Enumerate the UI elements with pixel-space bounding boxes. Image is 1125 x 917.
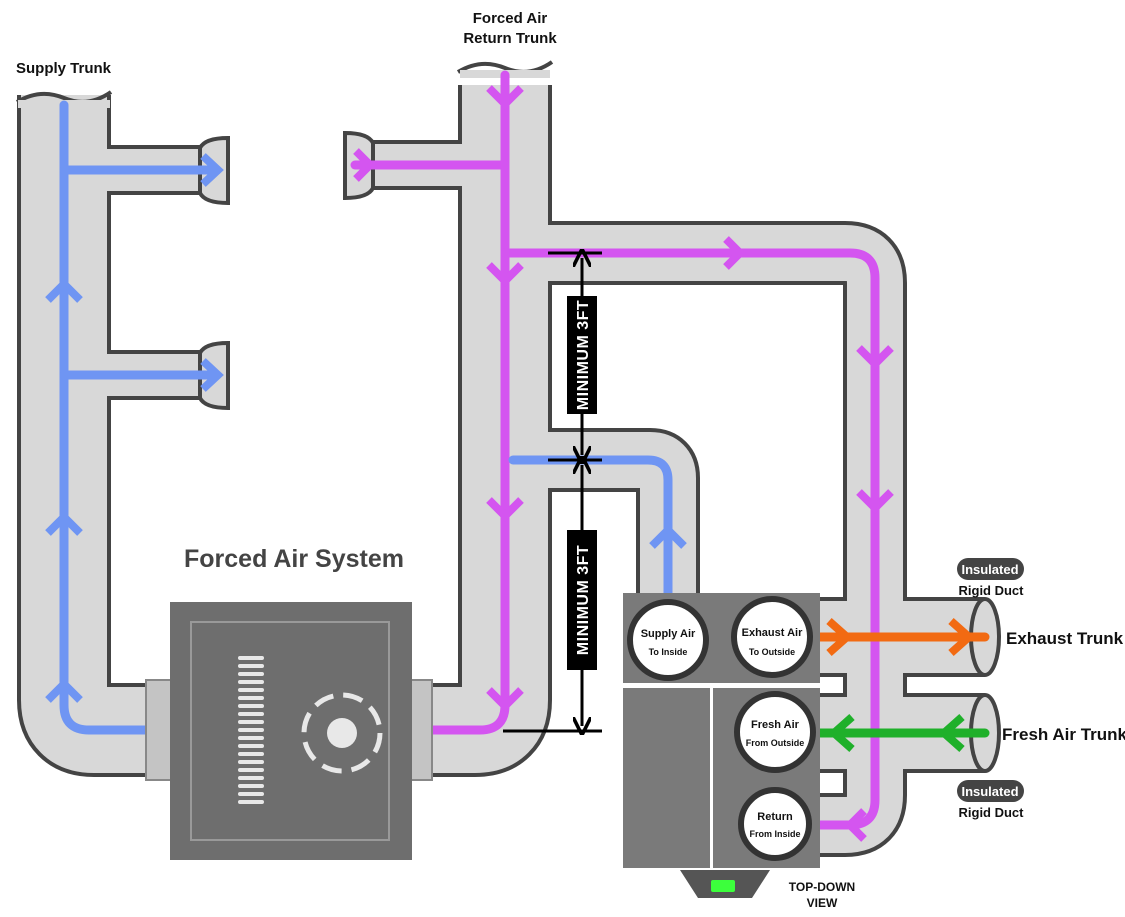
right-chevron-icon: [200, 358, 224, 392]
port-return-subtitle: From Inside: [749, 829, 800, 839]
right-chevron-icon: [826, 618, 854, 656]
insulated-badge-bottom: [957, 780, 1024, 802]
left-chevron-icon: [844, 808, 867, 842]
insulated-label-top: Insulated: [961, 562, 1018, 577]
forced-air-furnace: [145, 602, 433, 860]
left-chevron-icon: [937, 714, 965, 752]
fresh-air-trunk-label: Fresh Air Trunk: [1002, 725, 1125, 744]
port-supply-air: Supply Air To Inside: [627, 599, 709, 681]
return-trunk-cut-edge: [456, 60, 554, 74]
furnace-cabinet: [170, 602, 412, 860]
port-supply-air-title: Supply Air: [641, 628, 696, 640]
status-light-icon: [711, 880, 735, 892]
minimum-clearance-lower-label: MINIMUM 3FT: [575, 545, 592, 655]
up-chevron-icon: [649, 524, 687, 549]
rigid-duct-label-bottom: Rigid Duct: [959, 805, 1025, 820]
right-chevron-icon: [200, 153, 224, 187]
top-down-view-label-line1: TOP-DOWN: [789, 880, 855, 894]
erv-lower-left-section: [623, 688, 710, 868]
port-fresh-air: Fresh Air From Outside: [734, 691, 816, 773]
port-supply-air-subtitle: To Inside: [649, 647, 688, 657]
down-chevron-icon: [486, 85, 524, 110]
erv-return-flow-line: [500, 248, 880, 830]
furnace-collar-right: [409, 679, 433, 781]
return-trunk-label-line2: Return Trunk: [463, 30, 557, 47]
left-chevron-icon: [827, 714, 855, 752]
down-chevron-icon: [486, 687, 524, 712]
furnace-collar-left: [145, 679, 173, 781]
port-exhaust-air: Exhaust Air To Outside: [731, 596, 813, 678]
clearance-dimensions: MINIMUM 3FT MINIMUM 3FT: [503, 253, 602, 731]
port-exhaust-air-subtitle: To Outside: [749, 647, 795, 657]
up-chevron-icon: [45, 278, 83, 303]
down-chevron-icon: [486, 497, 524, 522]
port-return: Return From Inside: [738, 787, 812, 861]
flow-chevrons: [45, 85, 976, 842]
return-trunk-label-line1: Forced Air: [473, 10, 548, 27]
port-fresh-air-title: Fresh Air: [751, 719, 800, 731]
heating-coil-icon: [238, 656, 264, 804]
insulated-badge-top: [957, 558, 1024, 580]
port-fresh-air-subtitle: From Outside: [746, 738, 805, 748]
right-chevron-icon: [723, 236, 746, 270]
rigid-duct-label-top: Rigid Duct: [959, 583, 1025, 598]
erv-unit: Supply Air To Inside Exhaust Air To Outs…: [623, 593, 820, 898]
blower-fan-icon: [301, 692, 383, 774]
supply-flow-line: [59, 100, 155, 735]
down-chevron-icon: [856, 345, 894, 370]
supply-trunk-label: Supply Trunk: [16, 60, 112, 77]
minimum-clearance-upper-label: MINIMUM 3FT: [575, 300, 592, 410]
up-chevron-icon: [45, 678, 83, 703]
port-exhaust-air-title: Exhaust Air: [742, 627, 803, 639]
duct-registers: [198, 130, 375, 411]
port-return-title: Return: [757, 811, 793, 823]
up-chevron-icon: [45, 511, 83, 536]
insulated-label-bottom: Insulated: [961, 784, 1018, 799]
top-down-view-label-line2: VIEW: [807, 896, 838, 910]
down-chevron-icon: [486, 262, 524, 287]
right-chevron-icon: [948, 618, 976, 656]
diagram-labels: Supply Trunk Forced Air Return Trunk For…: [16, 10, 1125, 910]
erv-supply-flow-line: [508, 455, 673, 610]
forced-air-system-title: Forced Air System: [184, 545, 404, 573]
exhaust-trunk-label: Exhaust Trunk: [1006, 629, 1124, 648]
furnace-panel: [190, 621, 390, 841]
right-chevron-icon: [353, 148, 376, 182]
down-chevron-icon: [856, 489, 894, 514]
supply-trunk-cut-edge: [15, 90, 113, 104]
